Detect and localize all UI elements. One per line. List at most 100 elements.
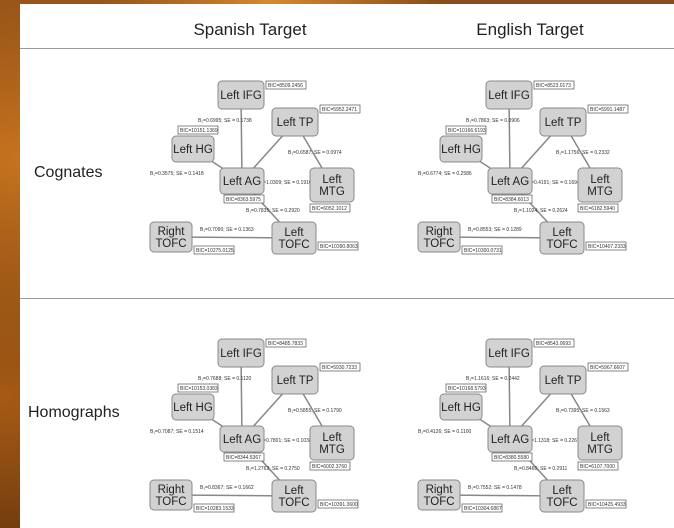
node-lhg-label: Left HG bbox=[173, 402, 213, 414]
row-label-homographs: Homographs bbox=[28, 404, 120, 421]
node-ltofc-label: TOFC bbox=[278, 239, 309, 251]
bic-ltofc: BIC=10425.4933 bbox=[585, 499, 627, 509]
bic-value: BIC=10275.0125 bbox=[196, 248, 234, 254]
edge-coefficient-label: B₁=1.1318; SE = 0.2267 bbox=[526, 438, 580, 444]
edge-coefficient-label: B₁=0.5855; SE = 0.1790 bbox=[288, 408, 342, 414]
edge-coefficient-label: B₁=1.1024; SE = 0.2624 bbox=[514, 208, 568, 214]
node-lhg: Left HG bbox=[171, 135, 215, 163]
node-lag-label: Left AG bbox=[223, 176, 261, 188]
bic-value: BIC=5967.6607 bbox=[590, 365, 625, 371]
node-lifg: Left IFG bbox=[217, 80, 265, 110]
bic-ltp: BIC=5930.7233 bbox=[319, 362, 361, 372]
node-lifg-label: Left IFG bbox=[220, 90, 262, 102]
node-lag: Left AG bbox=[487, 167, 533, 195]
node-ltp: Left TP bbox=[271, 365, 319, 395]
node-lmtg-label: MTG bbox=[587, 444, 613, 456]
bic-lag: BIC=8384.6013 bbox=[491, 194, 533, 204]
node-ltofc-label: Left bbox=[552, 485, 572, 497]
node-ltofc-label: TOFC bbox=[278, 497, 309, 509]
node-lmtg-label: MTG bbox=[319, 186, 345, 198]
node-ltofc-label: TOFC bbox=[546, 239, 577, 251]
edge-coefficient-label: B₁=0.7552; SE = 0.1478 bbox=[468, 485, 522, 491]
edge-coefficient-label: B₁=1.2762; SE = 0.2750 bbox=[246, 466, 300, 472]
bic-value: BIC=10391.3600 bbox=[320, 502, 358, 508]
bic-rtofc: BIC=10275.0125 bbox=[193, 245, 235, 255]
edge-coefficient-label: B₁=0.7863; SE = 0.0906 bbox=[466, 118, 520, 124]
bic-value: BIC=10300.0731 bbox=[464, 248, 502, 254]
bic-value: BIC=8485.7833 bbox=[268, 341, 303, 347]
edge-coefficient-label: B₁=0.6587; SE = 0.0974 bbox=[288, 150, 342, 156]
edge-coefficient-label: B₁=1.1616; SE = 0.2442 bbox=[466, 376, 520, 382]
edge-coefficient-label: B₁=0.7688; SE = 0.1120 bbox=[198, 376, 252, 382]
bic-value: BIC=10425.4933 bbox=[588, 502, 626, 508]
edge-coefficient-label: B₁=0.7395; SE = 0.1563 bbox=[556, 408, 610, 414]
bic-value: BIC=8384.6013 bbox=[494, 197, 529, 203]
node-ltp-label: Left TP bbox=[545, 117, 582, 129]
node-lmtg-label: Left bbox=[590, 432, 610, 444]
edge-coefficient-label: B₁=0.7087; SE = 0.1514 bbox=[150, 429, 204, 435]
node-lmtg-label: Left bbox=[322, 432, 342, 444]
node-lhg: Left HG bbox=[171, 393, 215, 421]
node-lmtg-label: MTG bbox=[587, 186, 613, 198]
bic-value: BIC=10407.2333 bbox=[588, 244, 626, 250]
node-ltp-label: Left TP bbox=[545, 375, 582, 387]
bic-value: BIC=6182.5940 bbox=[580, 206, 615, 212]
bic-value: BIC=10168.5793 bbox=[448, 386, 486, 392]
node-ltp: Left TP bbox=[271, 107, 319, 137]
node-lifg: Left IFG bbox=[217, 338, 265, 368]
column-title-spanish: Spanish Target bbox=[193, 20, 307, 39]
node-ltofc-label: Left bbox=[552, 227, 572, 239]
bic-lhg: BIC=10151.1369 bbox=[177, 125, 219, 135]
bic-lmtg: BIC=6052.1012 bbox=[309, 203, 351, 213]
bic-lifg: BIC=8485.7833 bbox=[265, 338, 307, 348]
edge-coefficient-label: B₁=0.6774; SE = 0.2586 bbox=[418, 171, 472, 177]
node-rtofc-label: TOFC bbox=[155, 238, 186, 250]
node-lhg: Left HG bbox=[439, 393, 483, 421]
node-ltp: Left TP bbox=[539, 107, 587, 137]
node-ltofc-label: Left bbox=[284, 485, 304, 497]
edge-coefficient-label: B₁=0.7835; SE = 0.2920 bbox=[246, 208, 300, 214]
node-lhg: Left HG bbox=[439, 135, 483, 163]
bic-value: BIC=6052.1012 bbox=[312, 206, 347, 212]
bic-lifg: BIC=8543.0693 bbox=[533, 338, 575, 348]
node-lifg: Left IFG bbox=[485, 80, 533, 110]
bic-lmtg: BIC=6182.5940 bbox=[577, 203, 619, 213]
node-ltp-label: Left TP bbox=[277, 375, 314, 387]
bic-value: BIC=10390.8063 bbox=[320, 244, 358, 250]
bic-ltofc: BIC=10391.3600 bbox=[317, 499, 359, 509]
bic-lmtg: BIC=6002.3760 bbox=[309, 461, 351, 471]
node-ltofc-label: Left bbox=[284, 227, 304, 239]
bic-value: BIC=8363.5975 bbox=[226, 197, 261, 203]
bic-lhg: BIC=10166.6193 bbox=[445, 125, 487, 135]
bic-lifg: BIC=8509.2456 bbox=[265, 80, 307, 90]
edge-coefficient-label: B₁=0.4126; SE = 0.1100 bbox=[418, 429, 472, 435]
bic-lag: BIC=8380.5580 bbox=[491, 452, 533, 462]
bic-value: BIC=5930.7233 bbox=[322, 365, 357, 371]
node-rtofc-label: Right bbox=[158, 226, 186, 238]
bic-lag: BIC=8363.5975 bbox=[223, 194, 265, 204]
bic-lag: BIC=8344.5367 bbox=[223, 452, 265, 462]
node-lmtg-label: Left bbox=[590, 174, 610, 186]
row-divider bbox=[20, 298, 674, 299]
bic-value: BIC=8509.2456 bbox=[268, 83, 303, 89]
edge-coefficient-label: B₁=0.4191; SE = 0.1694 bbox=[526, 180, 580, 186]
node-lag-label: Left AG bbox=[491, 176, 529, 188]
bic-lmtg: BIC=6107.7000 bbox=[577, 461, 619, 471]
node-lifg: Left IFG bbox=[485, 338, 533, 368]
node-lag-label: Left AG bbox=[223, 434, 261, 446]
edge-coefficient-label: B₁=0.7090; SE = 0.1363 bbox=[200, 227, 254, 233]
bic-lhg: BIC=10168.5793 bbox=[445, 383, 487, 393]
bic-rtofc: BIC=10283.1533 bbox=[193, 503, 235, 513]
bic-value: BIC=8344.5367 bbox=[226, 455, 261, 461]
